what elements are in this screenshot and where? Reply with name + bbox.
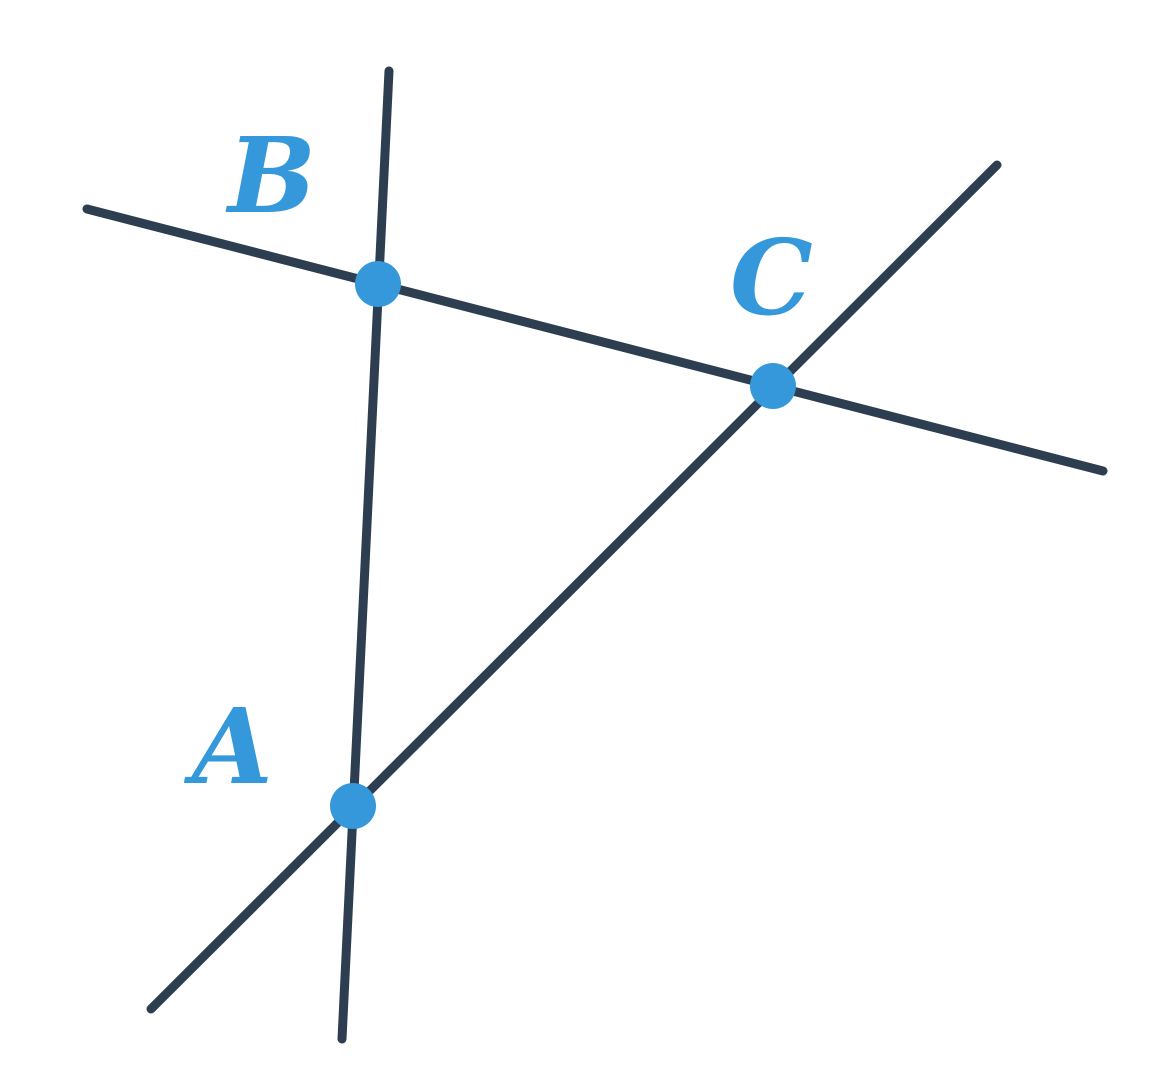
line-ac [146, 160, 1002, 1014]
line-bc [82, 204, 1108, 476]
line-ab [337, 66, 394, 1044]
point-a [330, 783, 376, 829]
lines-group [82, 66, 1108, 1044]
point-c [750, 363, 796, 409]
point-label-a: A [183, 685, 273, 808]
points-group [330, 261, 796, 829]
point-label-b: B [225, 114, 316, 237]
point-label-c: C [730, 216, 813, 339]
point-b [355, 261, 401, 307]
labels-group: A B C [183, 114, 813, 808]
